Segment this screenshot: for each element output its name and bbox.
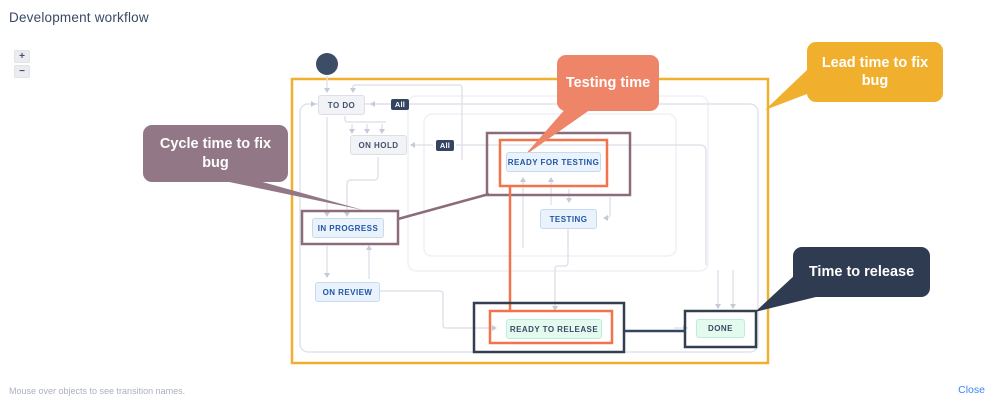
status-node-in-progress[interactable]: IN PROGRESS xyxy=(312,218,384,238)
callout-lead-time: Lead time to fix bug xyxy=(807,42,943,102)
testing-time-callout-tail xyxy=(524,107,594,156)
callout-testing-time-label: Testing time xyxy=(565,74,651,91)
callout-lead-time-label: Lead time to fix bug xyxy=(821,54,929,89)
all-transitions-badge-to-do: All xyxy=(391,99,409,110)
callout-time-to-release-label: Time to release xyxy=(808,263,915,280)
lead-time-callout-tail xyxy=(765,70,807,110)
time-to-release-outline xyxy=(472,274,820,354)
status-node-done[interactable]: DONE xyxy=(696,319,745,338)
footer-hint: Mouse over objects to see transition nam… xyxy=(9,386,186,396)
status-node-to-do[interactable]: TO DO xyxy=(318,95,365,115)
ambient-connector-loops xyxy=(407,95,709,272)
zoom-out-button[interactable]: − xyxy=(14,65,30,78)
callout-testing-time: Testing time xyxy=(557,55,659,111)
workflow-start-node xyxy=(316,53,338,75)
close-button[interactable]: Close xyxy=(958,384,985,396)
status-node-on-review[interactable]: ON REVIEW xyxy=(315,282,380,302)
page-title: Development workflow xyxy=(9,10,149,25)
status-node-on-hold[interactable]: ON HOLD xyxy=(350,135,407,155)
all-transitions-badge-on-hold: All xyxy=(436,140,454,151)
status-node-ready-for-testing[interactable]: READY FOR TESTING xyxy=(506,152,601,172)
status-node-testing[interactable]: TESTING xyxy=(540,209,597,229)
callout-time-to-release: Time to release xyxy=(793,247,930,297)
zoom-controls: + − xyxy=(14,50,30,78)
zoom-in-button[interactable]: + xyxy=(14,50,30,63)
transition-connectors xyxy=(299,76,759,353)
callout-cycle-time: Cycle time to fix bug xyxy=(143,125,288,182)
callout-cycle-time-label: Cycle time to fix bug xyxy=(159,136,272,171)
status-node-ready-to-release[interactable]: READY TO RELEASE xyxy=(506,319,602,339)
cycle-time-callout-tail xyxy=(210,178,363,210)
